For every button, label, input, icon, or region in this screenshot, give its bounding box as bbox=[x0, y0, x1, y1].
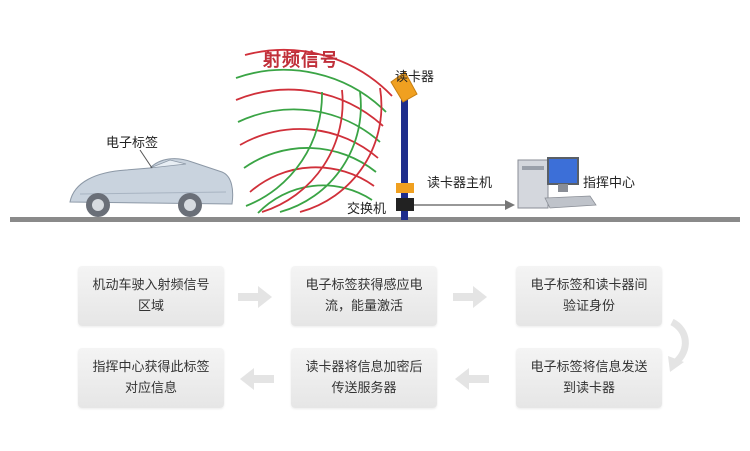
reader-host-label: 读卡器主机 bbox=[427, 176, 493, 191]
wave-red-4 bbox=[249, 166, 375, 193]
step-5-box: 读卡器将信息加密后传送服务器 bbox=[291, 348, 437, 408]
arrow-left-2 bbox=[453, 368, 489, 390]
wave-red-2 bbox=[235, 88, 384, 127]
flow-turn-arrow bbox=[670, 318, 689, 365]
wave-green-5 bbox=[279, 91, 362, 213]
connection-arrow bbox=[414, 200, 515, 210]
wave-red-5 bbox=[299, 87, 383, 213]
switch-label: 交换机 bbox=[347, 202, 387, 217]
wave-red-3 bbox=[239, 128, 379, 159]
step-6-box: 指挥中心获得此标签对应信息 bbox=[78, 348, 224, 408]
step-3-box: 电子标签和读卡器间验证身份 bbox=[516, 266, 662, 326]
wave-green-4 bbox=[257, 184, 373, 214]
arrow-right-1 bbox=[238, 286, 274, 308]
tag-label: 电子标签 bbox=[106, 136, 159, 151]
step-4-box: 电子标签将信息发送到读卡器 bbox=[516, 348, 662, 408]
arrow-right-2 bbox=[453, 286, 489, 308]
computer-icon bbox=[517, 157, 597, 209]
step-2-box: 电子标签获得感应电流，能量激活 bbox=[291, 266, 437, 326]
command-center-label: 指挥中心 bbox=[583, 176, 636, 191]
wave-red-6 bbox=[261, 89, 344, 213]
wave-green-2 bbox=[237, 108, 381, 143]
reader-label: 读卡器 bbox=[395, 70, 435, 85]
rf-signal-title: 射频信号 bbox=[263, 50, 339, 71]
reader-pole-icon bbox=[390, 71, 418, 220]
wave-green-1 bbox=[235, 68, 387, 113]
wave-green-6 bbox=[245, 91, 323, 207]
arrow-left-1 bbox=[238, 368, 274, 390]
car-icon bbox=[69, 158, 234, 217]
ground-line bbox=[10, 217, 740, 222]
rf-signal-waves bbox=[235, 48, 393, 214]
flow-turn-arrowhead bbox=[668, 356, 684, 372]
wave-red-1 bbox=[244, 48, 393, 97]
wave-green-3 bbox=[243, 147, 377, 173]
step-1-box: 机动车驶入射频信号区域 bbox=[78, 266, 224, 326]
tag-pointer bbox=[139, 149, 153, 169]
